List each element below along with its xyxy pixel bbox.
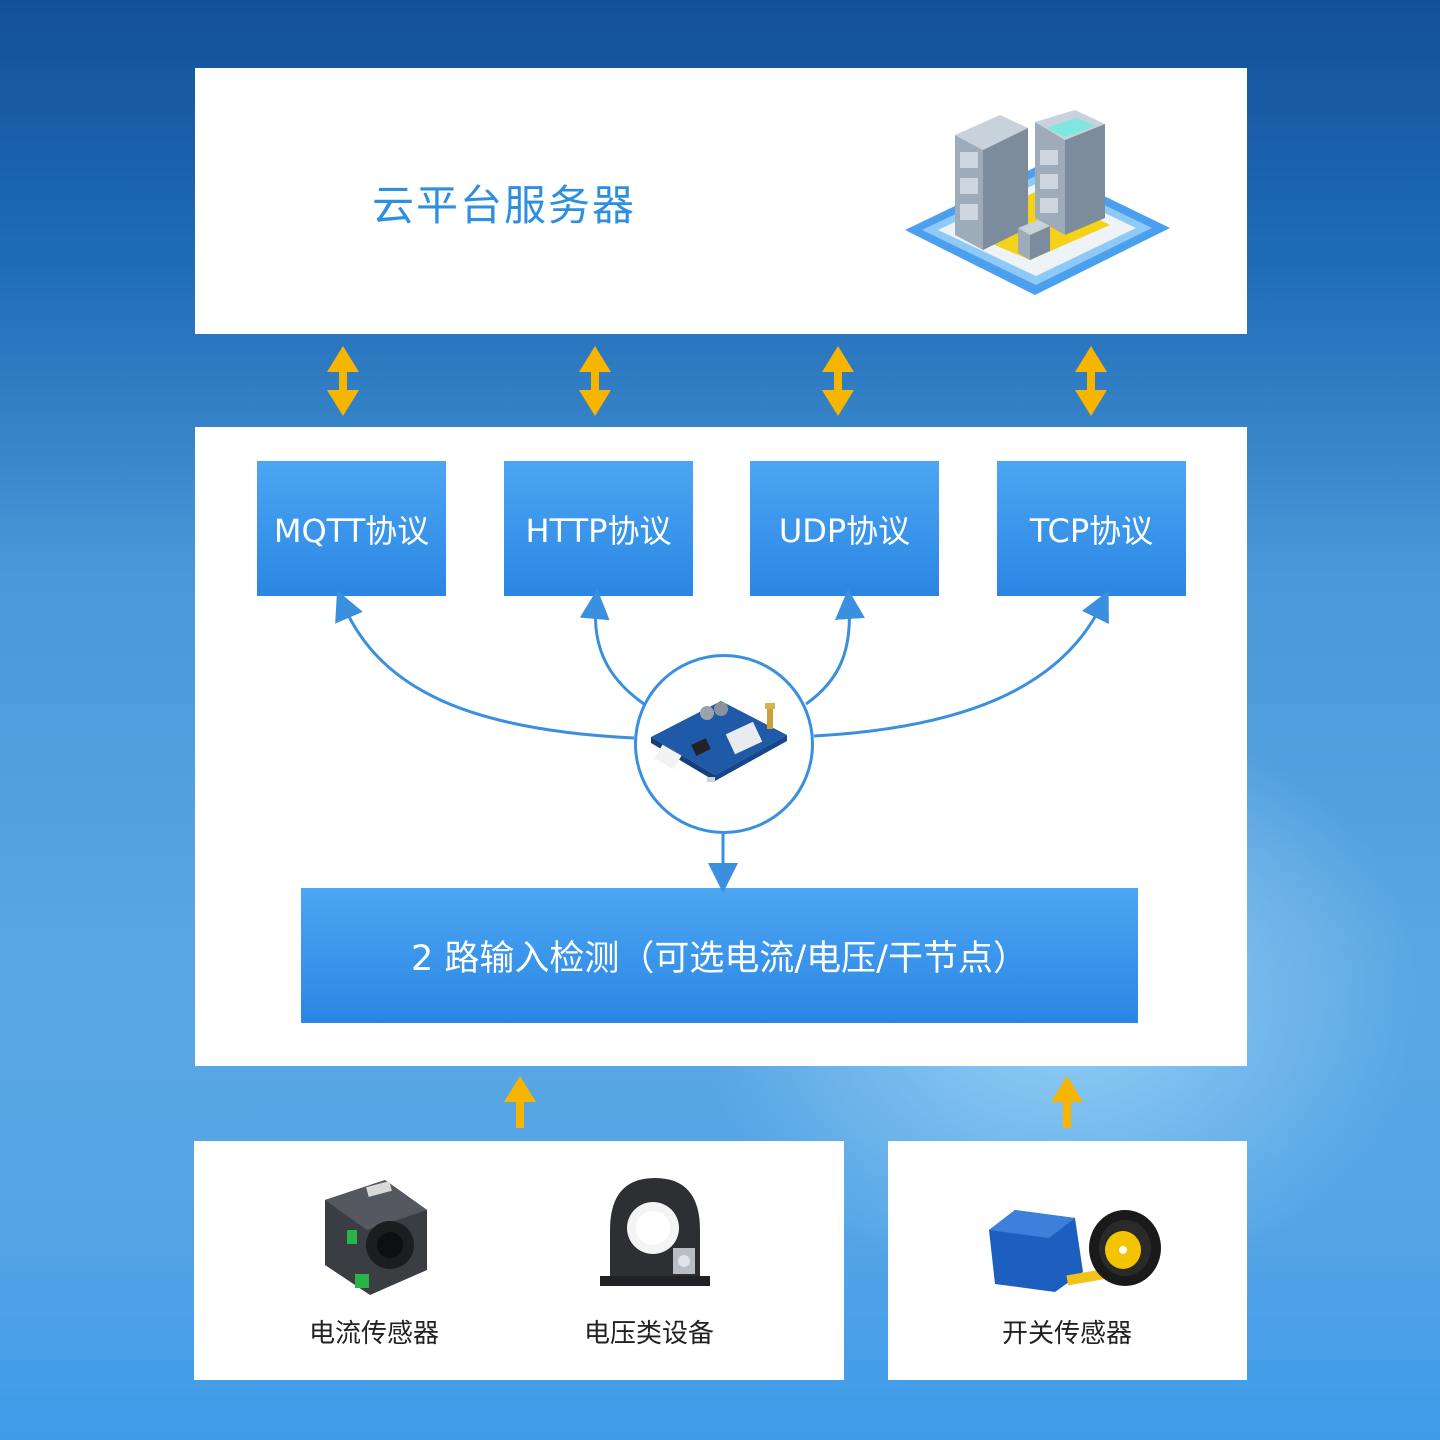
iot-module-board-icon (651, 701, 787, 782)
switch-sensor-label: 开关传感器 (1001, 1319, 1132, 1349)
server-stack-icon (905, 110, 1170, 295)
protocol-tcp-box: TCP协议 (997, 461, 1186, 596)
bidirectional-arrow (579, 346, 611, 416)
up-arrow-analog (504, 1076, 536, 1128)
current-sensor-label: 电流传感器 (308, 1319, 439, 1349)
float-switch-icon (989, 1210, 1161, 1292)
current-sensor-icon (325, 1180, 427, 1295)
protocol-http-box: HTTP协议 (504, 461, 693, 596)
protocol-mqtt-box: MQTT协议 (257, 461, 446, 596)
voltage-device-label: 电压类设备 (583, 1319, 714, 1349)
bidirectional-arrow (327, 346, 359, 416)
bidirectional-arrow (822, 346, 854, 416)
bidirectional-arrow (1075, 346, 1107, 416)
protocol-udp-box: UDP协议 (750, 461, 939, 596)
up-arrow-switch (1051, 1076, 1083, 1128)
cloud-server-title: 云平台服务器 (372, 181, 637, 230)
device-module-circle (634, 654, 814, 834)
analog-sensor-panel (194, 1141, 844, 1380)
input-detection-box: 2 路输入检测（可选电流/电压/干节点） (301, 888, 1138, 1023)
voltage-device-icon (600, 1178, 710, 1286)
